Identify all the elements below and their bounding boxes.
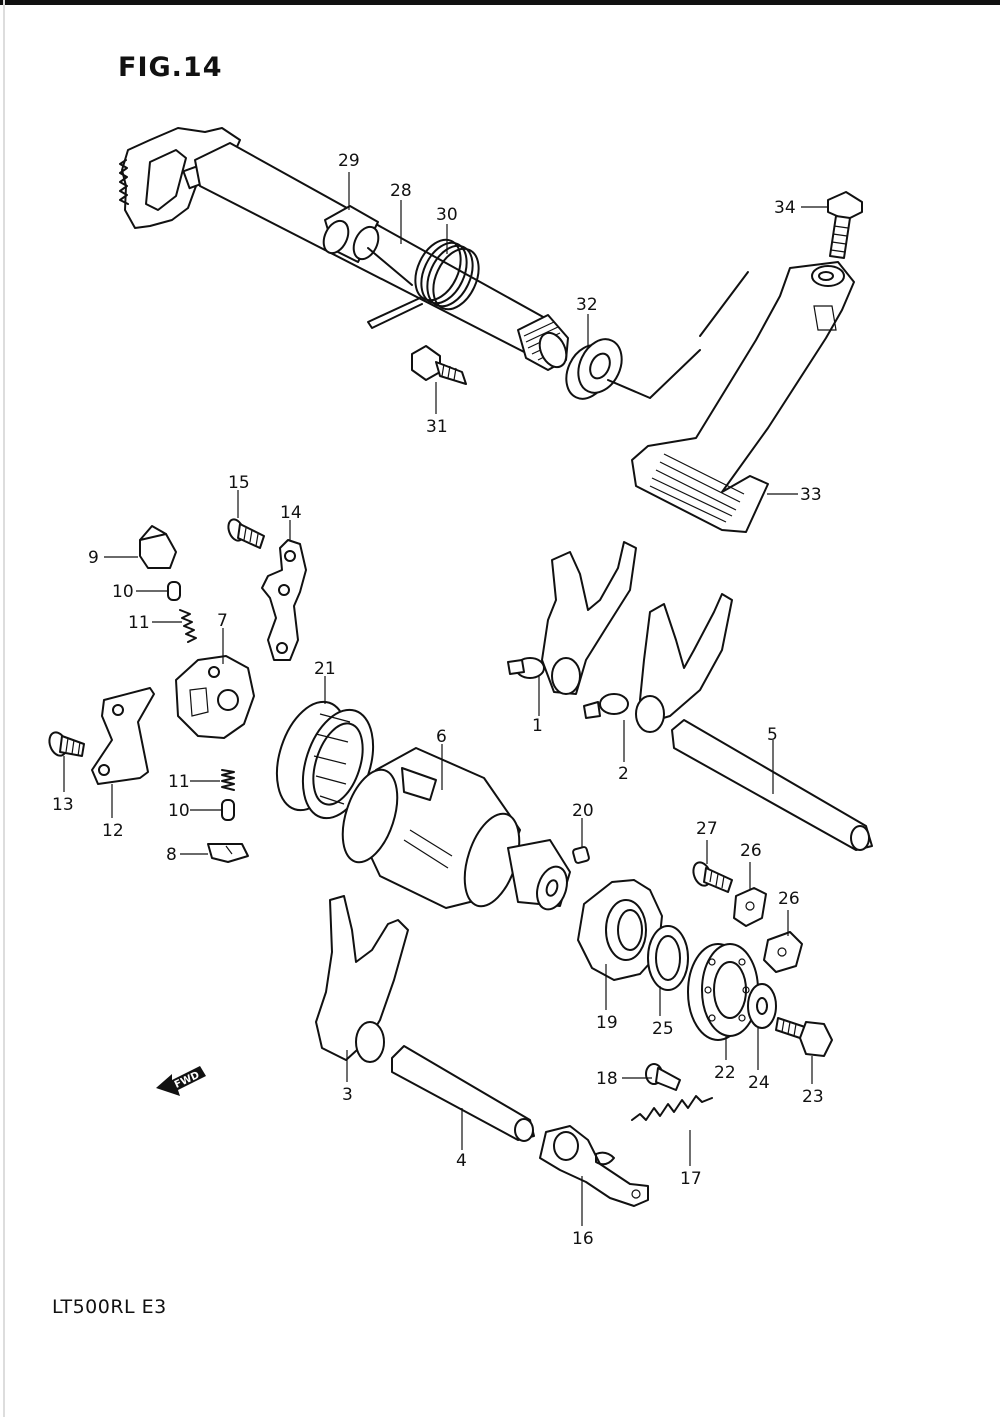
shift-arm-16 bbox=[539, 1125, 649, 1207]
callout-15: 15 bbox=[228, 473, 250, 493]
callout-13: 13 bbox=[52, 795, 74, 815]
shift-fork-2 bbox=[583, 593, 733, 733]
washer-24 bbox=[747, 983, 777, 1029]
callout-32: 32 bbox=[576, 295, 598, 315]
gearshift-cam-7 bbox=[175, 655, 255, 739]
callout-23: 23 bbox=[802, 1087, 824, 1107]
bearing-22 bbox=[687, 943, 759, 1041]
spring-11-lower bbox=[221, 769, 235, 791]
callout-12: 12 bbox=[102, 821, 124, 841]
gearshift-lever-33 bbox=[607, 261, 855, 533]
callout-26-upper: 26 bbox=[740, 841, 762, 861]
callout-2: 2 bbox=[618, 764, 629, 784]
oil-seal-32 bbox=[565, 338, 623, 400]
bolt-23 bbox=[775, 1017, 833, 1057]
scan-edge bbox=[3, 0, 5, 1417]
screw-13 bbox=[48, 731, 85, 757]
plate-26-lower bbox=[763, 931, 803, 973]
cam-stopper-plate-14 bbox=[261, 539, 307, 661]
spring-17 bbox=[631, 1095, 713, 1121]
callout-8: 8 bbox=[166, 845, 177, 865]
screw-15 bbox=[227, 518, 265, 549]
callout-7: 7 bbox=[217, 611, 228, 631]
callout-11-upper: 11 bbox=[128, 613, 150, 633]
model-code: LT500RL E3 bbox=[52, 1296, 167, 1318]
spring-11-upper bbox=[179, 609, 197, 643]
fwd-arrow-icon: FWD bbox=[156, 1066, 206, 1096]
figure-title: FIG.14 bbox=[118, 52, 223, 83]
callout-28: 28 bbox=[390, 181, 412, 201]
callout-11-lower: 11 bbox=[168, 772, 190, 792]
washer-25 bbox=[647, 925, 689, 991]
callout-16: 16 bbox=[572, 1229, 594, 1249]
gearshift-cam-drum-6 bbox=[341, 747, 571, 911]
callout-labels: 1 2 3 4 5 6 7 8 9 10 10 11 11 12 13 14 1… bbox=[52, 151, 824, 1249]
callout-10-upper: 10 bbox=[112, 582, 134, 602]
callout-4: 4 bbox=[456, 1151, 467, 1171]
stopper-8 bbox=[207, 843, 249, 863]
fork-shaft-5 bbox=[671, 719, 873, 851]
callout-10-lower: 10 bbox=[168, 801, 190, 821]
plate-26-upper bbox=[733, 887, 767, 927]
callout-18: 18 bbox=[596, 1069, 618, 1089]
bolt-34 bbox=[827, 191, 863, 259]
callout-20: 20 bbox=[572, 801, 594, 821]
pin-bolt-31 bbox=[411, 345, 467, 385]
callout-34: 34 bbox=[774, 198, 796, 218]
cam-plate-12 bbox=[91, 687, 155, 785]
shift-fork-3 bbox=[315, 895, 409, 1063]
callout-29: 29 bbox=[338, 151, 360, 171]
callout-19: 19 bbox=[596, 1013, 618, 1033]
callout-14: 14 bbox=[280, 503, 302, 523]
bolt-18 bbox=[645, 1063, 681, 1091]
callout-6: 6 bbox=[436, 727, 447, 747]
leader-lines bbox=[63, 172, 828, 1226]
callout-27: 27 bbox=[696, 819, 718, 839]
callout-5: 5 bbox=[767, 725, 778, 745]
shift-fork-1 bbox=[507, 541, 637, 695]
pin-20 bbox=[572, 846, 590, 864]
callout-25: 25 bbox=[652, 1019, 674, 1039]
callout-21: 21 bbox=[314, 659, 336, 679]
callout-30: 30 bbox=[436, 205, 458, 225]
callout-33: 33 bbox=[800, 485, 822, 505]
callout-9: 9 bbox=[88, 548, 99, 568]
return-spring-30 bbox=[367, 238, 480, 329]
callout-26-lower: 26 bbox=[778, 889, 800, 909]
callout-31: 31 bbox=[426, 417, 448, 437]
top-border bbox=[0, 0, 1000, 5]
screw-27 bbox=[692, 861, 733, 893]
fork-shaft-4 bbox=[391, 1045, 535, 1142]
stopper-block-9 bbox=[139, 525, 177, 569]
callout-22: 22 bbox=[714, 1063, 736, 1083]
callout-17: 17 bbox=[680, 1169, 702, 1189]
callout-24: 24 bbox=[748, 1073, 770, 1093]
callout-1: 1 bbox=[532, 716, 543, 736]
pin-10-upper bbox=[167, 581, 181, 601]
gearshift-shaft-28 bbox=[119, 127, 569, 371]
pin-10-lower bbox=[221, 799, 235, 821]
callout-3: 3 bbox=[342, 1085, 353, 1105]
